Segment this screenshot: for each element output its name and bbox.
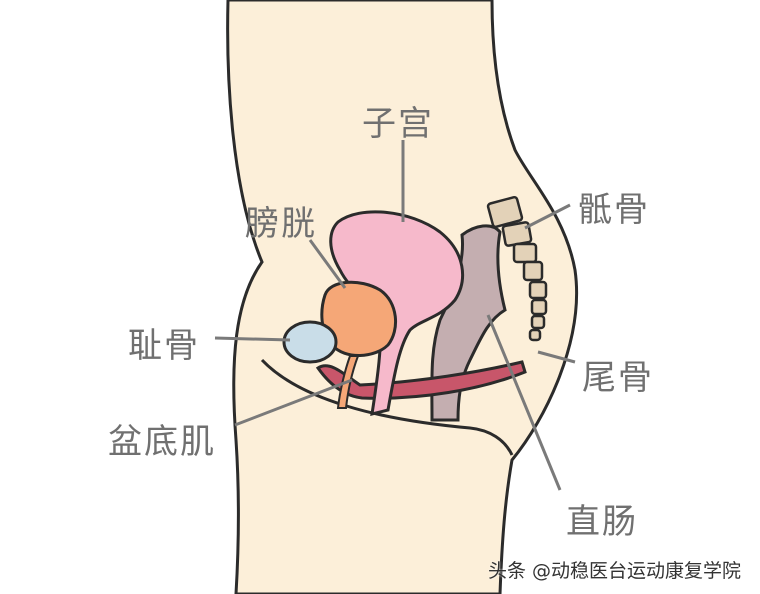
label-coccyx: 尾骨 <box>582 358 654 398</box>
leader-lines <box>214 140 576 491</box>
pubic-bone <box>282 320 338 364</box>
label-pelvic-floor: 盆底肌 <box>108 422 216 462</box>
label-uterus: 子宫 <box>362 104 434 144</box>
sacrum-coccyx-bones <box>486 195 548 342</box>
label-bladder: 膀胱 <box>245 204 317 244</box>
rectum <box>430 224 507 422</box>
label-rectum: 直肠 <box>566 502 638 542</box>
inner-fold-line <box>260 358 514 456</box>
watermark: 头条 @动稳医台运动康复学院 <box>488 560 742 582</box>
pelvic-floor-muscle <box>315 360 527 400</box>
label-sacrum: 骶骨 <box>578 190 650 230</box>
label-pubis: 耻骨 <box>128 326 200 366</box>
